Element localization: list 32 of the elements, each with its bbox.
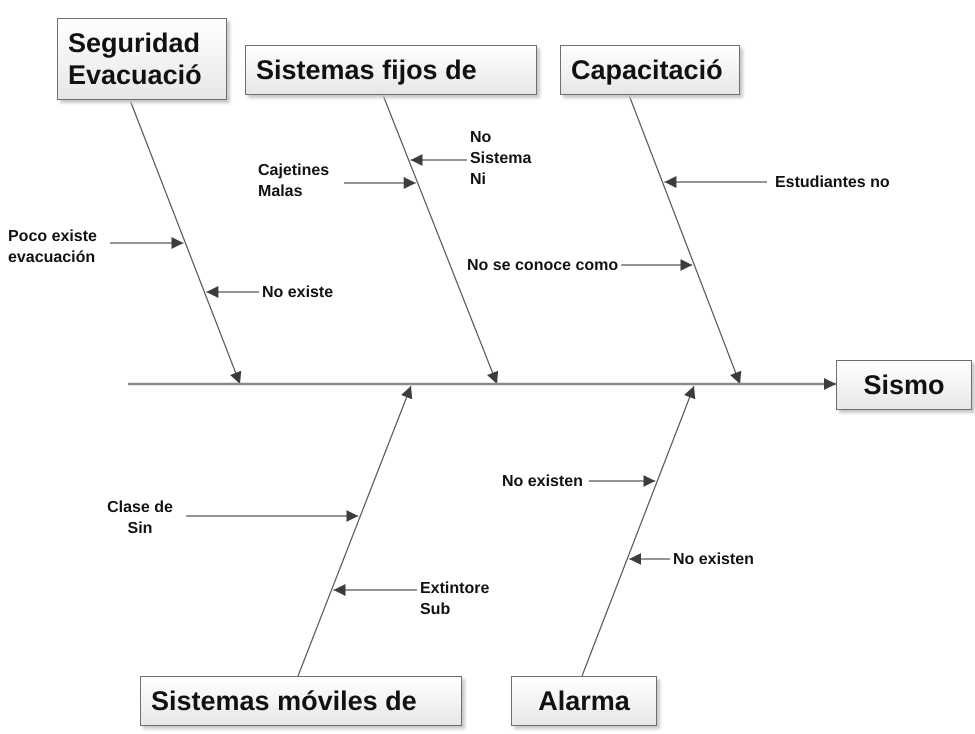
cause-text: No se conoce como <box>467 255 618 276</box>
effect-box: Sismo <box>836 360 972 410</box>
arrow <box>110 237 184 249</box>
arrow <box>186 510 358 522</box>
arrow <box>588 475 656 487</box>
cause-text: No existen <box>673 549 754 570</box>
cause-text: No Sistema Ni <box>470 127 550 190</box>
arrow <box>629 553 670 565</box>
cause-text: Estudiantes no <box>775 172 890 193</box>
arrow <box>206 286 259 298</box>
arrow <box>581 386 696 676</box>
category-box: Sistemas móviles de <box>140 676 462 726</box>
cause-text: No existe <box>262 282 334 303</box>
arrow <box>664 176 767 188</box>
cause-text: Extintore Sub <box>420 578 504 620</box>
cause-text: Clase de Sin <box>100 497 180 539</box>
category-box: Seguridad Evacuació <box>57 18 227 100</box>
arrow <box>344 177 416 189</box>
spine-arrow <box>128 378 836 390</box>
category-box: Capacitació <box>560 45 740 95</box>
arrow <box>334 584 417 596</box>
cause-text: No existen <box>502 471 583 492</box>
arrow <box>410 154 467 166</box>
category-box: Sistemas fijos de <box>245 45 537 95</box>
arrow <box>628 94 742 384</box>
arrow <box>129 100 242 384</box>
arrow <box>297 386 412 676</box>
arrow <box>621 259 692 271</box>
cause-text: Poco existe evacuación <box>8 226 108 268</box>
category-box: Alarma <box>511 676 657 726</box>
arrow <box>382 94 498 384</box>
cause-text: Cajetines Malas <box>258 160 342 202</box>
